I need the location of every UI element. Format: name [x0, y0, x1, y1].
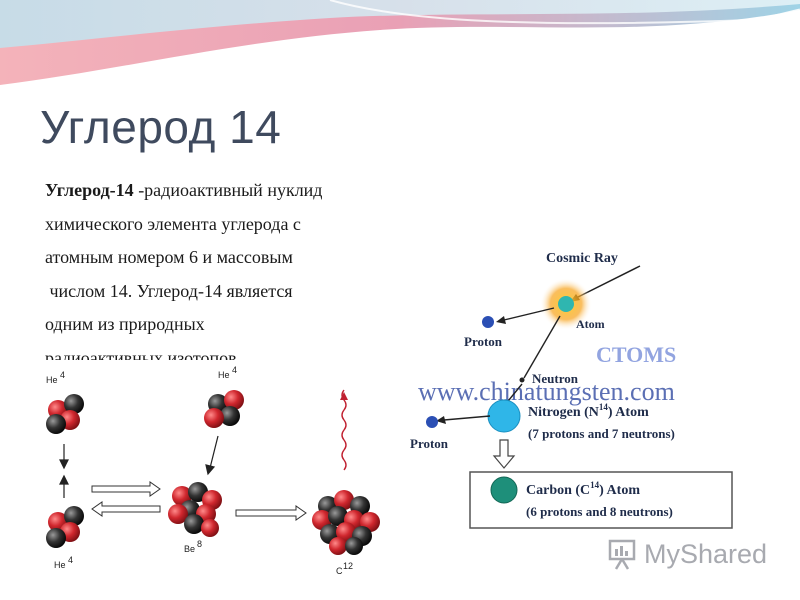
bold-lead-term: Углерод-14: [45, 180, 134, 200]
neutron-label: Neutron: [532, 371, 579, 386]
carbon-title: Carbon (C14) Atom: [526, 480, 640, 498]
ctoms-mark: CTOMS: [596, 342, 676, 367]
gamma-ray-wave: [341, 389, 347, 471]
nitrogen-atom-circle: [487, 399, 521, 433]
paragraph-line-2: химического элемента углерода с: [45, 213, 301, 234]
logo-text: MyShared: [644, 538, 768, 569]
slide-title: Углерод 14: [40, 101, 282, 153]
watermark-text: www.chinatungsten.com: [418, 377, 675, 406]
paragraph-line-1: Углерод-14 -радиоактивный нуклид: [45, 174, 425, 208]
paragraph-line-3: атомным номером 6 и массовым: [45, 247, 293, 267]
proton-2-arrowhead: [436, 416, 446, 424]
proton-1-label: Proton: [464, 334, 503, 349]
helium4-nucleus-top-right: [204, 390, 244, 428]
myshared-logo: MyShared: [608, 536, 767, 572]
proton-2-arrow: [443, 415, 491, 421]
description-paragraph: Углерод-14 -радиоактивный нуклид химичес…: [45, 174, 425, 375]
beryllium8-nucleus: [168, 482, 222, 537]
gamma-ray-arrowhead: [340, 392, 348, 400]
double-arrows-middle: [91, 481, 307, 521]
triple-alpha-figure: He 4 He 4 He 4: [32, 360, 384, 582]
presentation-board-icon: [608, 539, 636, 570]
nitrogen-subtitle: (7 protons and 7 neutrons): [528, 426, 675, 441]
proton-1-arrow: [503, 307, 555, 321]
line1-rest: -радиоактивный нуклид: [133, 180, 323, 200]
arrows-left: [59, 435, 219, 498]
atom-label: Atom: [576, 317, 605, 331]
he4-label-top-left: He: [46, 375, 58, 385]
carbon14-formation-figure: Cosmic Ray Atom Proton CTOMS Neutron www…: [410, 251, 733, 529]
helium4-nucleus-top-left: [46, 394, 84, 434]
nitrogen-to-carbon-arrow: [492, 439, 516, 469]
carbon-subtitle: (6 protons and 8 neutrons): [526, 504, 673, 519]
he4-label-bottom-left: He: [54, 560, 66, 570]
he4-label-top-right: He: [218, 370, 230, 380]
c12-sup: 12: [343, 561, 353, 571]
be8-label: Be: [184, 544, 195, 554]
atom-circle: [558, 296, 574, 312]
nitrogen-title: Nitrogen (N14) Atom: [528, 402, 649, 420]
carbon12-nucleus: [312, 490, 380, 555]
carbon-atom-circle: [490, 476, 518, 504]
he4-sup-top-left: 4: [60, 370, 65, 380]
proton-1-arrowhead: [496, 316, 506, 324]
neutron-arrow: [523, 315, 561, 379]
paragraph-line-5: одним из природных: [45, 314, 205, 334]
proton-2-dot: [426, 416, 438, 428]
proton-2-label: Proton: [410, 436, 449, 451]
helium4-nucleus-bottom-left: [46, 506, 84, 548]
proton-1-dot: [482, 316, 494, 328]
he4-sup-top-right: 4: [232, 365, 237, 375]
neutron-dot: [519, 377, 525, 383]
paragraph-line-4: числом 14. Углерод-14 является: [45, 280, 293, 301]
cosmic-ray-label: Cosmic Ray: [546, 251, 618, 266]
be8-sup: 8: [197, 539, 202, 549]
he4-sup-bottom-left: 4: [68, 555, 73, 565]
header-wave-decoration: [0, 0, 800, 92]
c12-label: C: [336, 566, 343, 576]
